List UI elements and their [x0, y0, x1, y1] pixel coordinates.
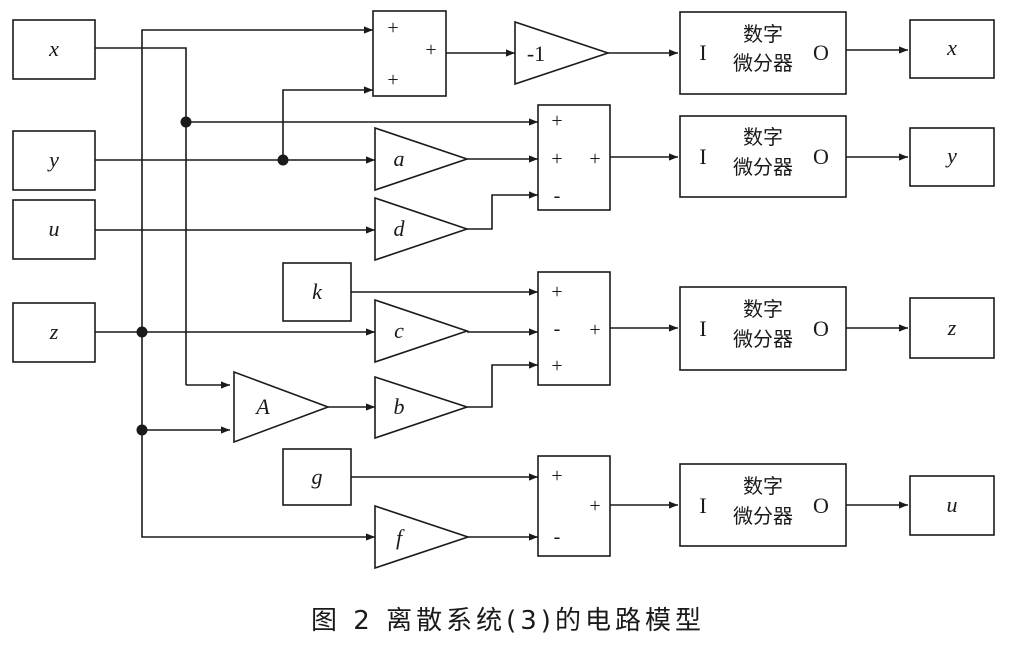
input-label-z: z	[49, 319, 59, 344]
integrator-box-1	[679, 115, 847, 198]
gain-label-f: f	[396, 525, 405, 550]
integrator-3-title-1: 数字	[743, 474, 783, 498]
wire-b-to-s2	[467, 361, 538, 408]
integrator-1-labels: I O 数字 微分器	[699, 125, 829, 179]
integrator-2-title-1: 数字	[743, 297, 783, 321]
wire-z-bus	[141, 26, 373, 430]
gain-triangle-A	[233, 370, 331, 444]
input-box-z	[12, 302, 96, 363]
integrator-2-title-2: 微分器	[733, 327, 793, 351]
gain-triangle-c	[374, 298, 470, 364]
wire-z-bus-down	[141, 430, 375, 541]
output-box-x	[909, 19, 995, 79]
summer-0-sign-in1: +	[387, 17, 398, 39]
summer-3-sign-out: +	[589, 495, 600, 517]
summer-2-sign-in2: -	[554, 318, 561, 340]
summer-2-sign-in3: +	[551, 355, 562, 377]
input-label-u: u	[49, 216, 60, 241]
gain-triangle-neg1	[514, 20, 611, 86]
summer-1-sign-in1: +	[551, 110, 562, 132]
figure-caption: 图 2 离散系统(3)的电路模型	[311, 606, 705, 636]
summer-0-sign-out: +	[425, 39, 436, 61]
circuit-diagram: x y u z k g -1 a d c A b f + + + + + - +…	[12, 10, 995, 570]
summer-3-sign-in2: -	[554, 526, 561, 548]
gain-triangle-d	[374, 196, 470, 262]
output-box-y	[909, 127, 995, 187]
input-box-k	[282, 262, 352, 322]
wire-y-to-s0	[282, 86, 373, 160]
input-box-x	[12, 19, 96, 80]
summer-3-sign-in1: +	[551, 465, 562, 487]
integrator-0-in: I	[699, 40, 706, 65]
input-label-g: g	[312, 464, 323, 489]
summer-0-sign-in2: +	[387, 69, 398, 91]
junction-dot	[136, 326, 148, 338]
integrator-2-in: I	[699, 316, 706, 341]
input-label-y: y	[47, 147, 59, 172]
gain-triangle-b	[374, 375, 470, 440]
integrator-1-title-1: 数字	[743, 125, 783, 149]
output-box-u	[909, 475, 995, 536]
wire-x-to-bus	[95, 47, 187, 385]
summer-1-sign-in2: +	[551, 148, 562, 170]
output-label-z: z	[947, 315, 957, 340]
integrator-box-2	[679, 286, 847, 371]
junction-dot	[277, 154, 289, 166]
integrator-0-labels: I O 数字 微分器	[699, 22, 829, 75]
summer-box-2	[537, 271, 611, 386]
input-box-u	[12, 199, 96, 260]
gain-label-c: c	[394, 318, 404, 343]
gain-label-b: b	[394, 394, 405, 419]
junction-dot	[180, 116, 192, 128]
integrator-1-title-2: 微分器	[733, 155, 793, 179]
integrator-0-title-1: 数字	[743, 22, 783, 46]
gain-triangle-f	[374, 504, 471, 570]
summer-box-1	[537, 104, 611, 211]
integrator-box-0	[679, 11, 847, 95]
gain-label-d: d	[394, 216, 406, 241]
gain-label-A: A	[254, 394, 270, 419]
input-label-k: k	[312, 279, 323, 304]
input-label-x: x	[48, 36, 59, 61]
gain-triangle-a	[374, 126, 470, 192]
integrator-0-out: O	[813, 40, 829, 65]
integrator-0-title-2: 微分器	[733, 51, 793, 75]
summer-box-0	[372, 10, 447, 97]
summer-2-sign-out: +	[589, 319, 600, 341]
summer-box-3	[537, 455, 611, 557]
junction-dot	[136, 424, 148, 436]
integrator-3-out: O	[813, 493, 829, 518]
summer-1-sign-out: +	[589, 148, 600, 170]
input-box-y	[12, 130, 96, 191]
input-box-g	[282, 448, 352, 506]
integrator-3-in: I	[699, 493, 706, 518]
output-box-z	[909, 297, 995, 359]
output-label-x: x	[946, 35, 957, 60]
integrator-1-in: I	[699, 144, 706, 169]
output-label-y: y	[945, 143, 957, 168]
integrator-2-labels: I O 数字 微分器	[699, 297, 829, 351]
integrator-3-labels: I O 数字 微分器	[699, 474, 829, 528]
integrator-2-out: O	[813, 316, 829, 341]
integrator-1-out: O	[813, 144, 829, 169]
output-label-u: u	[947, 492, 958, 517]
integrator-box-3	[679, 463, 847, 547]
gain-label-a: a	[394, 146, 405, 171]
integrator-3-title-2: 微分器	[733, 504, 793, 528]
gain-label-neg1: -1	[527, 41, 545, 66]
summer-2-sign-in1: +	[551, 281, 562, 303]
wire-d-to-s1	[467, 191, 538, 230]
summer-1-sign-in3: -	[554, 185, 561, 207]
